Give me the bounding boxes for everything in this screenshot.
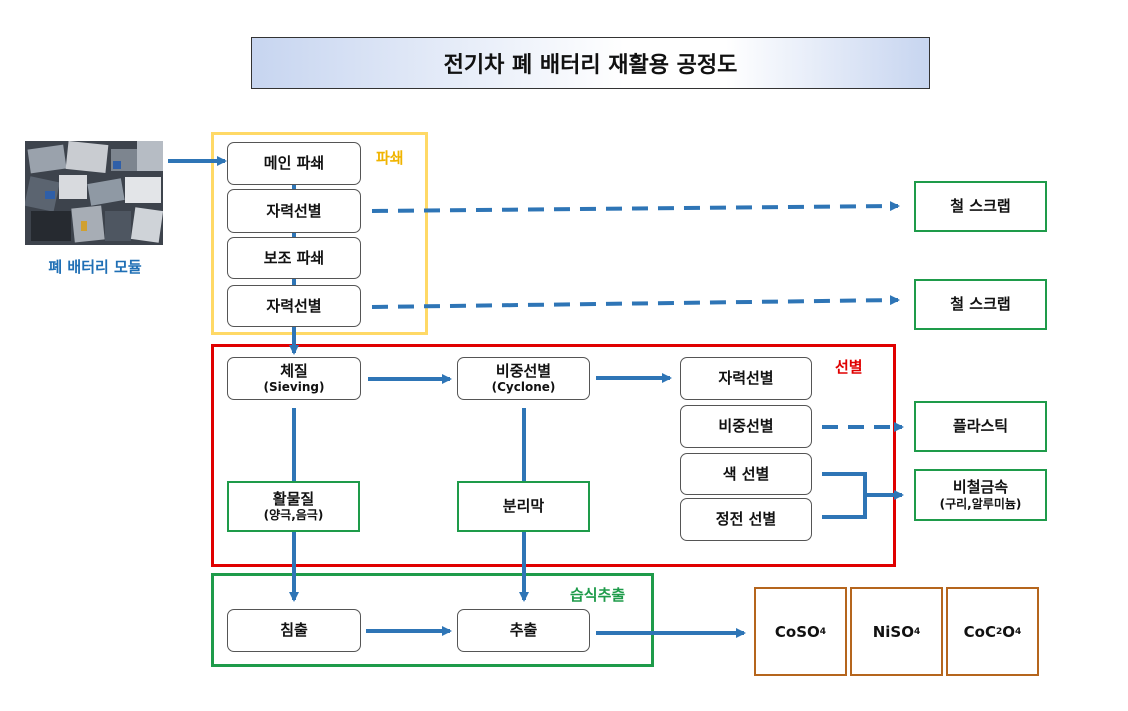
step-active-material: 활물질 (양극,음극): [227, 481, 360, 532]
step-cyclone: 비중선별 (Cyclone): [457, 357, 590, 400]
step-density: 비중선별: [680, 405, 812, 448]
hydro-region: [211, 573, 654, 667]
sorting-region-label: 선별: [835, 358, 863, 376]
product-coso4-base: CoSO: [774, 622, 820, 641]
product-coso4-sub: 4: [819, 626, 827, 637]
output-iron-scrap-2: 철 스크랩: [914, 279, 1047, 330]
product-coc2o4-part-2: C: [985, 622, 997, 641]
step-cyclone-sub: (Cyclone): [491, 380, 556, 395]
step-electrostatic: 정전 선별: [680, 498, 812, 541]
step-leaching: 침출: [227, 609, 361, 652]
page-title: 전기차 폐 배터리 재활용 공정도: [251, 37, 930, 89]
crushing-region: [211, 132, 428, 335]
battery-module-photo: [25, 141, 163, 245]
step-extraction: 추출: [457, 609, 590, 652]
product-niso4-base: NiSO: [872, 622, 914, 641]
step-active-material-label: 활물질: [272, 489, 315, 508]
step-sieving-sub: (Sieving): [263, 380, 325, 395]
step-magnetic-3: 자력선별: [680, 357, 812, 400]
step-secondary-crush: 보조 파쇄: [227, 237, 361, 279]
step-active-material-sub: (양극,음극): [263, 508, 324, 523]
output-nonferrous-label: 비철금속: [952, 478, 1009, 497]
step-color: 색 선별: [680, 453, 812, 495]
output-nonferrous-sub: (구리,알루미늄): [939, 496, 1022, 511]
connector-merge: [822, 472, 867, 519]
output-nonferrous: 비철금속 (구리,알루미늄): [914, 469, 1047, 521]
step-magnetic-1: 자력선별: [227, 189, 361, 233]
step-sieving-label: 체질: [280, 361, 308, 380]
sorting-region: [211, 344, 896, 567]
output-plastic: 플라스틱: [914, 401, 1047, 452]
step-sieving: 체질 (Sieving): [227, 357, 361, 400]
arrow-scrap-1: [371, 201, 900, 213]
product-coc2o4-part-1: Co: [963, 622, 985, 641]
output-iron-scrap-1: 철 스크랩: [914, 181, 1047, 232]
product-coc2o4-sub-1: 2: [996, 626, 1003, 637]
step-cyclone-label: 비중선별: [495, 361, 552, 380]
crushing-region-label: 파쇄: [376, 149, 404, 167]
photo-caption: 폐 배터리 모듈: [48, 258, 142, 276]
step-main-crush: 메인 파쇄: [227, 142, 361, 185]
product-coc2o4-part-3: O: [1002, 622, 1016, 641]
step-separator: 분리막: [457, 481, 590, 532]
step-magnetic-2: 자력선별: [227, 285, 361, 327]
product-coc2o4-sub-2: 4: [1015, 626, 1022, 637]
hydro-region-label: 습식추출: [570, 586, 626, 604]
arrow-scrap-2: [371, 295, 900, 309]
product-niso4-sub: 4: [913, 626, 921, 637]
